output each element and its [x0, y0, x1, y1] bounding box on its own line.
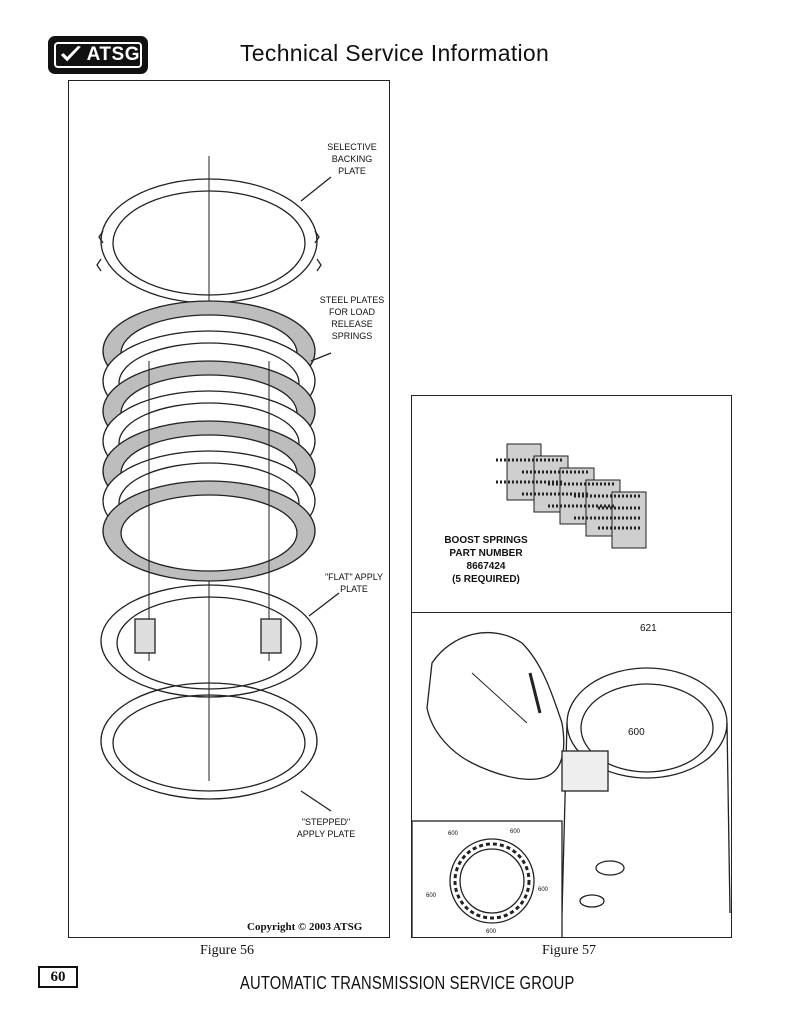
inset-callout-600: 600: [486, 929, 497, 935]
callout-600: 600: [628, 727, 645, 738]
hand-installing-springs-drawing: [412, 631, 731, 937]
figure-56-panel: SELECTIVE BACKING PLATE STEEL PLATES FOR…: [68, 80, 390, 938]
logo-text: ATSG: [86, 44, 140, 65]
label-steel-plates: STEEL PLATES FOR LOAD RELEASE SPRINGS: [319, 295, 385, 341]
inset-callout-600: 600: [538, 887, 549, 893]
page-number: 60: [38, 966, 78, 988]
inset-callout-600: 600: [510, 829, 521, 835]
boost-springs-drawing: [496, 443, 647, 549]
inset-callout-600: 600: [448, 831, 459, 837]
figure-57-caption: Figure 57: [542, 943, 597, 958]
figure-57-boost-springs-panel: BOOST SPRINGS PART NUMBER 8667424 (5 REQ…: [411, 395, 732, 614]
label-flat-apply-plate: "FLAT" APPLY PLATE: [324, 572, 384, 594]
label-selective-backing-plate: SELECTIVE BACKING PLATE: [327, 142, 377, 176]
footer-group-name: AUTOMATIC TRANSMISSION SERVICE GROUP: [240, 973, 575, 993]
figure-57-installation-panel: 621 600 600 600 600 600 600: [411, 612, 732, 938]
page-title: Technical Service Information: [240, 40, 550, 66]
boost-springs-label: BOOST SPRINGS PART NUMBER 8667424 (5 REQ…: [444, 535, 528, 585]
figure-56-caption: Figure 56: [200, 943, 255, 958]
clutch-pack-exploded-drawing: [96, 156, 340, 812]
inset-callout-600: 600: [426, 893, 437, 899]
callout-621: 621: [640, 623, 657, 634]
copyright-notice: Copyright © 2003 ATSG: [247, 921, 363, 933]
logo-checkmark-icon: [60, 45, 81, 62]
atsg-logo: ATSG: [48, 36, 148, 74]
label-stepped-apply-plate: "STEPPED" APPLY PLATE: [296, 817, 356, 839]
